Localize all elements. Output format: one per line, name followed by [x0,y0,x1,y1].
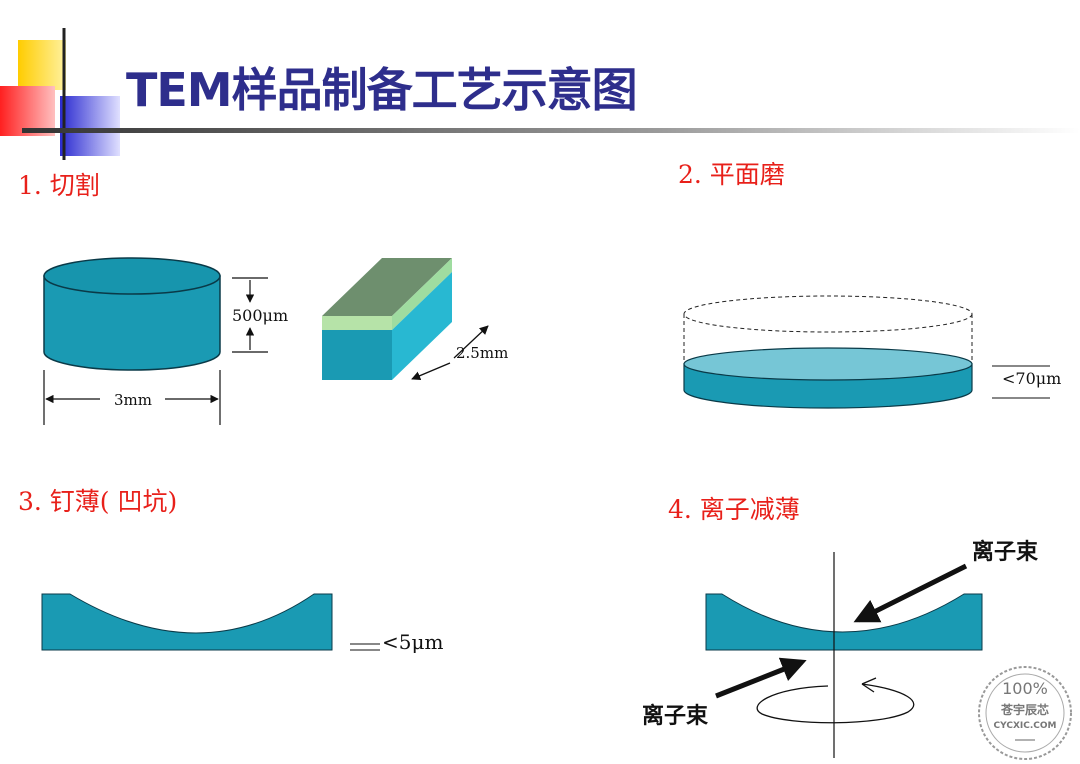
step3-thickness-dimension [350,643,380,651]
step1-cylinder [43,257,221,371]
red-square [0,86,55,136]
yellow-square [18,40,66,90]
page-title: TEM样品制备工艺示意图 [126,63,638,117]
step2-thickness-label: <70μm [1002,369,1062,388]
step1-thickness-dimension [232,277,268,353]
stamp-percent: 100% [1002,679,1048,698]
step1-bar [322,258,452,380]
step1-length-dimension [411,325,489,381]
step2-disc [683,295,973,409]
step1-length-label: 2.5mm [456,344,509,362]
ion-beam-top-label: 离子束 [972,539,1039,565]
watermark-stamp: 100% 苍宇辰芯 CYCXIC.COM [978,666,1072,760]
step1-diameter-dimension [43,370,221,425]
stamp-site: CYCXIC.COM [994,721,1057,731]
step1-thickness-label: 500μm [232,306,289,325]
ion-beam-bottom-arrow [715,657,807,699]
ion-beam-bottom-label: 离子束 [642,703,709,729]
step1-diameter-label: 3mm [114,391,152,409]
header-divider [22,128,1080,133]
step-3-label: 3. 钉薄( 凹坑) [18,487,178,516]
step-2-label: 2. 平面磨 [678,160,785,189]
step-4-label: 4. 离子减薄 [668,495,800,524]
step3-thickness-label: <5μm [382,630,444,654]
stamp-name: 苍宇辰芯 [1000,702,1049,717]
ion-beam-top-arrow [853,563,968,623]
step4-sample [705,593,983,651]
step-1-label: 1. 切割 [18,171,100,200]
step3-dimpled-sample [41,593,333,651]
blue-square [60,96,120,156]
rotation-arrow [756,677,915,724]
step2-thickness-dimension [992,365,1050,399]
